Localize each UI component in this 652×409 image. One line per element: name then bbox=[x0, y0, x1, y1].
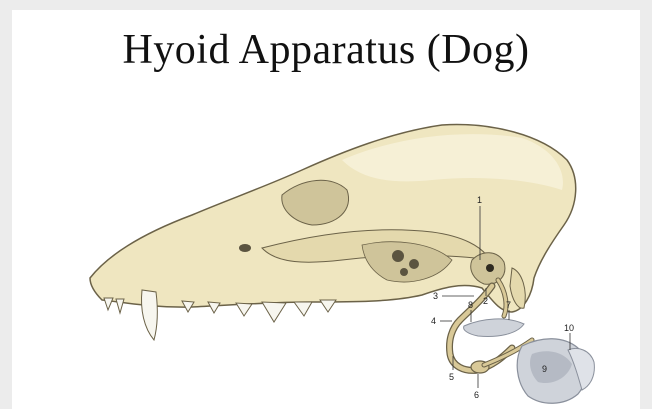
slide: Hyoid Apparatus (Dog) bbox=[12, 10, 640, 409]
label-7: 7 bbox=[506, 300, 511, 310]
label-1: 1 bbox=[477, 195, 482, 205]
label-10: 10 bbox=[564, 323, 574, 333]
label-2: 2 bbox=[483, 296, 488, 306]
label-9: 9 bbox=[542, 364, 547, 374]
label-4: 4 bbox=[431, 316, 436, 326]
dog-skull bbox=[90, 125, 576, 340]
label-3: 3 bbox=[433, 291, 438, 301]
hyoid-apparatus-diagram: 1 2 3 4 5 6 7 8 9 10 bbox=[12, 10, 640, 409]
label-8: 8 bbox=[468, 300, 473, 310]
label-5: 5 bbox=[449, 372, 454, 382]
label-6: 6 bbox=[474, 390, 479, 400]
